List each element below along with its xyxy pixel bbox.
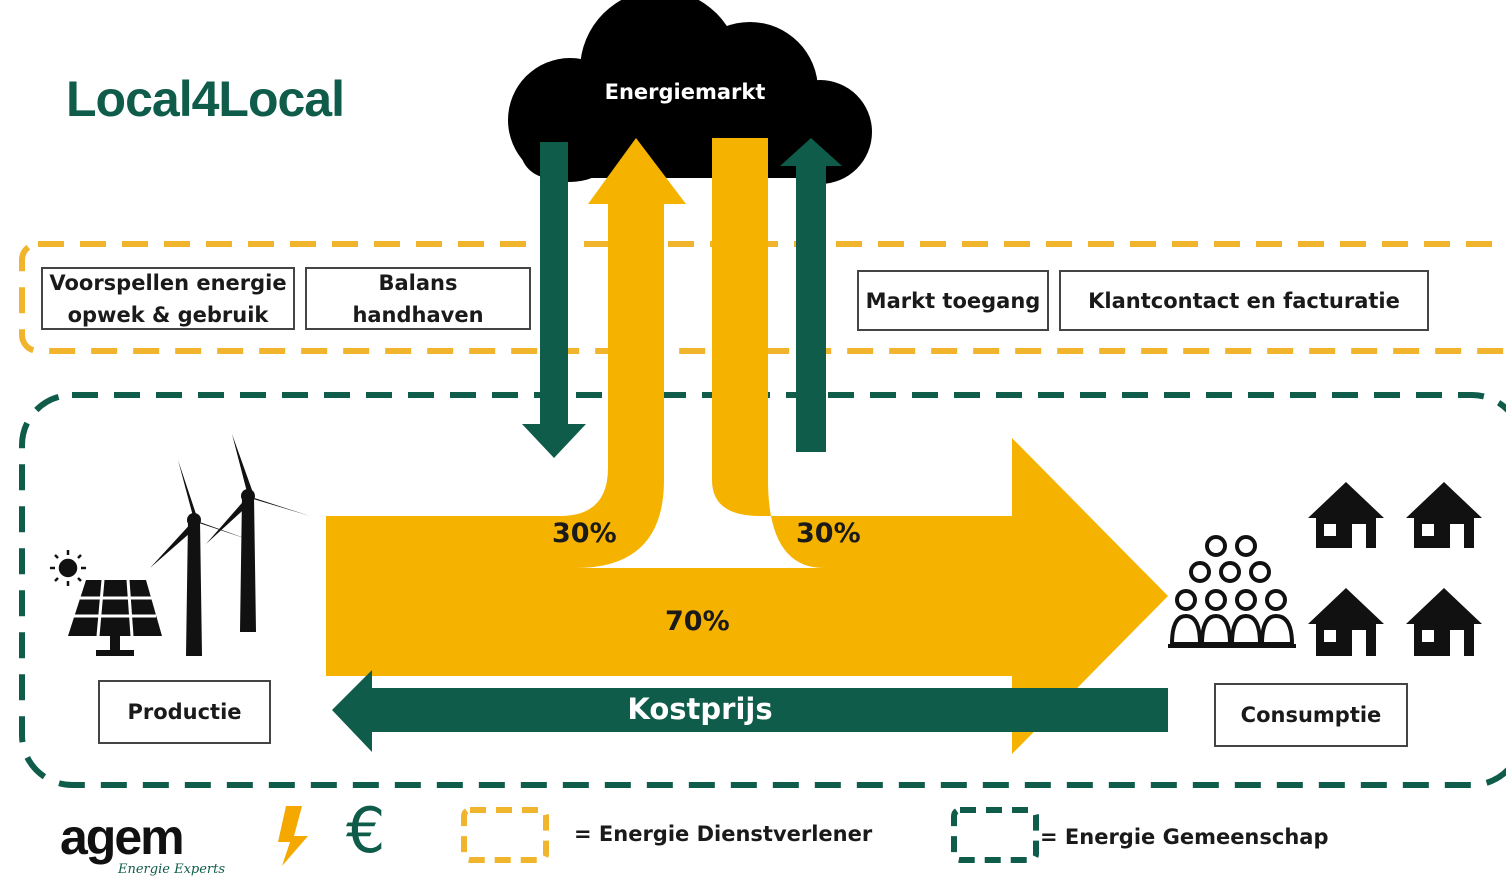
cloud-icon bbox=[508, 0, 872, 184]
provider-boundary bbox=[19, 241, 1506, 354]
cost-label: Kostprijs bbox=[627, 692, 773, 726]
production-box: Productie bbox=[98, 680, 271, 744]
house-icon bbox=[1308, 482, 1482, 656]
community-to-market-arrow bbox=[780, 138, 842, 452]
balance-box: Balans handhaven bbox=[305, 267, 531, 330]
page-title: Local4Local bbox=[66, 71, 345, 127]
market-access-box: Markt toegang bbox=[857, 270, 1049, 331]
euro-icon: € bbox=[346, 794, 386, 867]
people-group-icon bbox=[1168, 535, 1296, 648]
from-market-percentage: 30% bbox=[796, 518, 861, 549]
consumption-box: Consumptie bbox=[1214, 683, 1408, 747]
solar-panel-icon bbox=[68, 579, 162, 656]
to-market-percentage: 30% bbox=[552, 518, 617, 549]
local-flow-arrow bbox=[326, 138, 1168, 754]
legend-provider-label: = Energie Dienstverlener bbox=[574, 822, 873, 846]
sun-icon bbox=[50, 550, 86, 586]
market-label: Energiemarkt bbox=[604, 80, 766, 104]
cost-arrow bbox=[332, 670, 1168, 752]
customer-contact-box: Klantcontact en facturatie bbox=[1059, 270, 1429, 331]
lightning-icon bbox=[278, 806, 308, 866]
agem-logo: agem bbox=[60, 809, 185, 865]
local-percentage: 70% bbox=[665, 606, 730, 637]
agem-tagline: Energie Experts bbox=[118, 862, 226, 877]
wind-turbine-icon bbox=[150, 434, 310, 656]
legend-community-swatch bbox=[951, 807, 1039, 863]
market-to-community-arrow bbox=[522, 142, 586, 458]
legend-community-label: = Energie Gemeenschap bbox=[1040, 825, 1329, 849]
forecast-box: Voorspellen energie opwek & gebruik bbox=[41, 267, 295, 330]
legend-provider-swatch bbox=[461, 807, 549, 863]
